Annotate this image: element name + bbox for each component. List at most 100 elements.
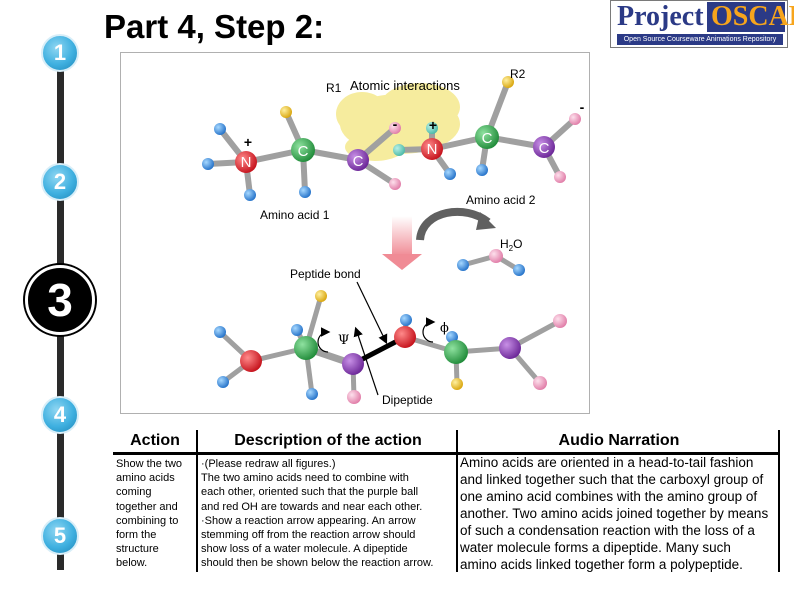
dipeptide-pointer (353, 326, 379, 396)
peptide-bond-label: Peptide bond (290, 267, 361, 281)
action-text-line: below. (116, 557, 148, 570)
dipeptide-carbonyl-carbon-2 (499, 337, 521, 359)
dipeptide-nitrogen-1 (240, 350, 262, 372)
peptide-bond-diagram: N C C N C C + - + - R1 Atomic interactio… (202, 67, 585, 407)
hydrogen-atom (214, 123, 226, 135)
table-column-divider (778, 430, 780, 572)
oxygen-atom (347, 390, 361, 404)
alpha-carbon-1 (291, 138, 315, 162)
action-text-line: structure (116, 543, 159, 556)
audio-text-line: amino acids linked together form a polyp… (460, 557, 743, 572)
audio-text-line: one amino acid combines with the amino g… (460, 489, 758, 504)
hydrogen-atom (244, 189, 256, 201)
step-4-button[interactable]: 4 (41, 396, 79, 434)
phi-rotation-arrow (422, 317, 436, 343)
description-text-line: show loss of a water molecule. A dipepti… (201, 543, 408, 556)
atom-c-label: C (298, 143, 309, 160)
audio-column-header: Audio Narration (558, 432, 680, 449)
oxygen-atom (554, 171, 566, 183)
action-text-line: together and (116, 500, 178, 513)
step-3-button-current[interactable]: 3 (25, 265, 95, 335)
dipeptide-carbonyl-carbon-1 (342, 353, 364, 375)
water-formula: H2O (500, 237, 522, 253)
atom-c-label: C (539, 140, 550, 157)
step-1-button[interactable]: 1 (41, 34, 79, 72)
water-loss-arrow (416, 207, 496, 241)
oxygen-atom (553, 314, 567, 328)
action-text-line: Show the two (116, 458, 183, 470)
logo-word-project: Project (617, 1, 704, 32)
psi-rotation-arrow (317, 327, 331, 353)
action-text-line: combining to (116, 514, 179, 527)
atom-n-label: N (241, 154, 252, 171)
r-group-atom (451, 378, 463, 390)
hydrogen-atom-interacting (393, 144, 405, 156)
table-column-divider (196, 430, 198, 572)
step-5-button[interactable]: 5 (41, 517, 79, 555)
hydrogen-atom (214, 326, 226, 338)
step-3-label: 3 (47, 274, 73, 326)
r1-label: R1 (326, 81, 342, 95)
step-4-label: 4 (53, 402, 67, 427)
r2-label: R2 (510, 67, 526, 81)
step-5-label: 5 (53, 523, 67, 548)
hydrogen-atom-interacting (426, 122, 438, 134)
description-text-line: should then be shown below the reaction … (201, 557, 434, 570)
hydrogen-atom (306, 388, 318, 400)
atom-c-label: C (482, 130, 493, 147)
carbonyl-carbon-1 (347, 149, 369, 171)
dipeptide-alpha-carbon-1 (294, 336, 318, 360)
description-text-line: ·(Please redraw all figures.) (201, 458, 336, 470)
oxygen-atom (389, 122, 401, 134)
positive-charge-label: + (244, 134, 252, 150)
description-text-line: ·Show a reaction arrow appearing. An arr… (201, 514, 416, 527)
action-text-line: coming (116, 486, 152, 499)
hydrogen-atom (476, 164, 488, 176)
action-text-line: amino acids (116, 472, 175, 485)
description-text-line: each other, oriented such that the purpl… (201, 486, 419, 499)
hydrogen-atom (444, 168, 456, 180)
dipeptide-nitrogen-2 (394, 326, 416, 348)
nitrogen-atom-2 (421, 138, 443, 160)
atomic-interactions-label: Atomic interactions (350, 78, 460, 93)
description-column-header: Description of the action (234, 432, 422, 449)
table-column-divider (456, 430, 458, 572)
slide-title: Part 4, Step 2: (104, 8, 325, 45)
audio-text-line: water molecule forms a dipeptide. Many s… (460, 540, 731, 555)
logo-tagline: Open Source Courseware Animations Reposi… (617, 34, 783, 45)
audio-text-line: of such a condensation reaction with the… (460, 523, 755, 538)
r1-group-atom (280, 106, 292, 118)
psi-label: Ψ (338, 333, 349, 348)
figure-frame (120, 52, 590, 414)
negative-charge-label: - (393, 116, 398, 132)
phi-label: ϕ (440, 321, 449, 336)
nitrogen-atom-1 (235, 151, 257, 173)
dipeptide-alpha-carbon-2 (444, 340, 468, 364)
description-text-line: and red OH are towards and near each oth… (201, 500, 423, 513)
water-hydrogen-atom (457, 259, 469, 271)
table-header-divider (113, 452, 779, 455)
hydrogen-atom (217, 376, 229, 388)
description-text-line: The two amino acids need to combine with (201, 472, 409, 485)
project-oscar-logo[interactable]: Project OSCAR Open Source Courseware Ani… (610, 0, 794, 48)
action-cell: Show the two amino acids coming together… (116, 457, 194, 571)
hydrogen-atom (291, 324, 303, 336)
step-1-label: 1 (53, 40, 67, 65)
reaction-arrow (382, 216, 422, 270)
amino-acid-2-label: Amino acid 2 (466, 193, 536, 207)
description-cell: ·(Please redraw all figures.) The two am… (201, 457, 457, 571)
audio-text-line: another. Two amino acids joined together… (460, 506, 769, 521)
hydrogen-atom (299, 186, 311, 198)
oxygen-atom (533, 376, 547, 390)
peptide-bond-pointer (356, 281, 388, 345)
audio-narration-cell: Amino acids are oriented in a head-to-ta… (460, 454, 782, 573)
description-text-line: stemming off from the reaction arrow sho… (201, 529, 416, 542)
hydrogen-atom (400, 314, 412, 326)
hydrogen-atom (446, 331, 458, 343)
step-2-label: 2 (53, 169, 67, 194)
step-2-button[interactable]: 2 (41, 163, 79, 201)
carbonyl-carbon-2 (533, 136, 555, 158)
r-group-atom (315, 290, 327, 302)
logo-word-oscar: OSCAR (707, 2, 794, 32)
oxygen-atom (569, 113, 581, 125)
